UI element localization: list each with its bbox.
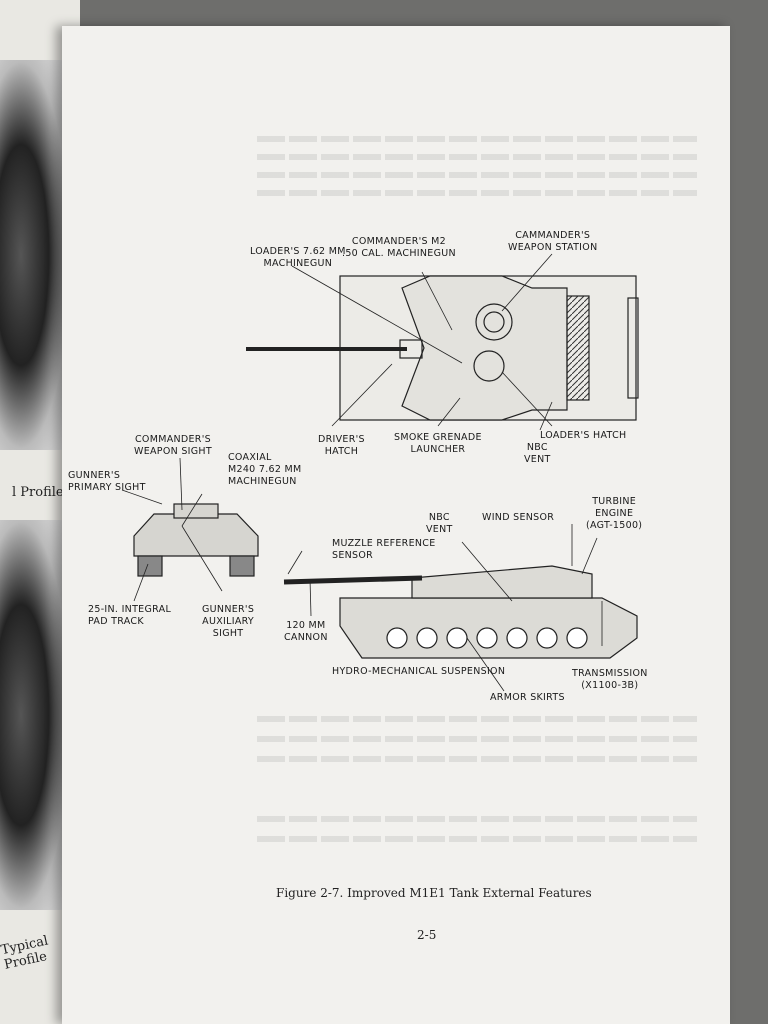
leader-lines [121,253,603,692]
label-coaxial-machinegun: COAXIAL M240 7.62 MM MACHINEGUN [228,452,302,487]
top-view-drawing [246,275,639,421]
label-gunners-primary-sight: GUNNER'S PRIMARY SIGHT [68,470,146,493]
label-smoke-grenade-launcher: SMOKE GRENADE LAUNCHER [394,432,482,455]
label-loaders-hatch: LOADER'S HATCH [540,430,627,441]
label-transmission: TRANSMISSION (X1100-3B) [572,668,648,691]
label-turbine-engine: TURBINE ENGINE (AGT-1500) [586,496,643,531]
page-number: 2-5 [417,928,437,942]
label-nbc-vent-top: NBC VENT [524,442,551,465]
figure-caption: Figure 2-7. Improved M1E1 Tank External … [276,886,592,900]
label-wind-sensor: WIND SENSOR [482,512,555,523]
tank-photo-2 [0,520,70,910]
label-commanders-m2: COMMANDER'S M2 .50 CAL. MACHINEGUN [342,236,456,259]
label-commanders-weapon-sight: COMMANDER'S WEAPON SIGHT [134,434,212,457]
label-drivers-hatch: DRIVER'S HATCH [318,434,365,457]
label-muzzle-reference-sensor: MUZZLE REFERENCE SENSOR [332,538,436,561]
label-gunners-auxiliary-sight: GUNNER'S AUXILIARY SIGHT [202,604,255,639]
label-pad-track: 25-IN. INTEGRAL PAD TRACK [88,604,172,627]
label-armor-skirts: ARMOR SKIRTS [490,692,565,703]
side-view-drawing [283,565,638,659]
label-commanders-weapon-station: CAMMANDER'S WEAPON STATION [508,230,598,253]
tank-photo-1 [0,60,70,450]
document-page: LOADER'S 7.62 MM MACHINEGUN COMMANDER'S … [62,26,730,1024]
label-120mm-cannon: 120 MM CANNON [284,620,328,643]
front-view-drawing [133,503,259,577]
label-hydro-mechanical-suspension: HYDRO-MECHANICAL SUSPENSION [332,666,506,677]
profile-caption-1: l Profile [12,485,64,500]
tank-diagram [121,253,639,692]
label-loaders-machinegun: LOADER'S 7.62 MM MACHINEGUN [250,246,346,269]
label-nbc-vent-side: NBC VENT [426,512,453,535]
